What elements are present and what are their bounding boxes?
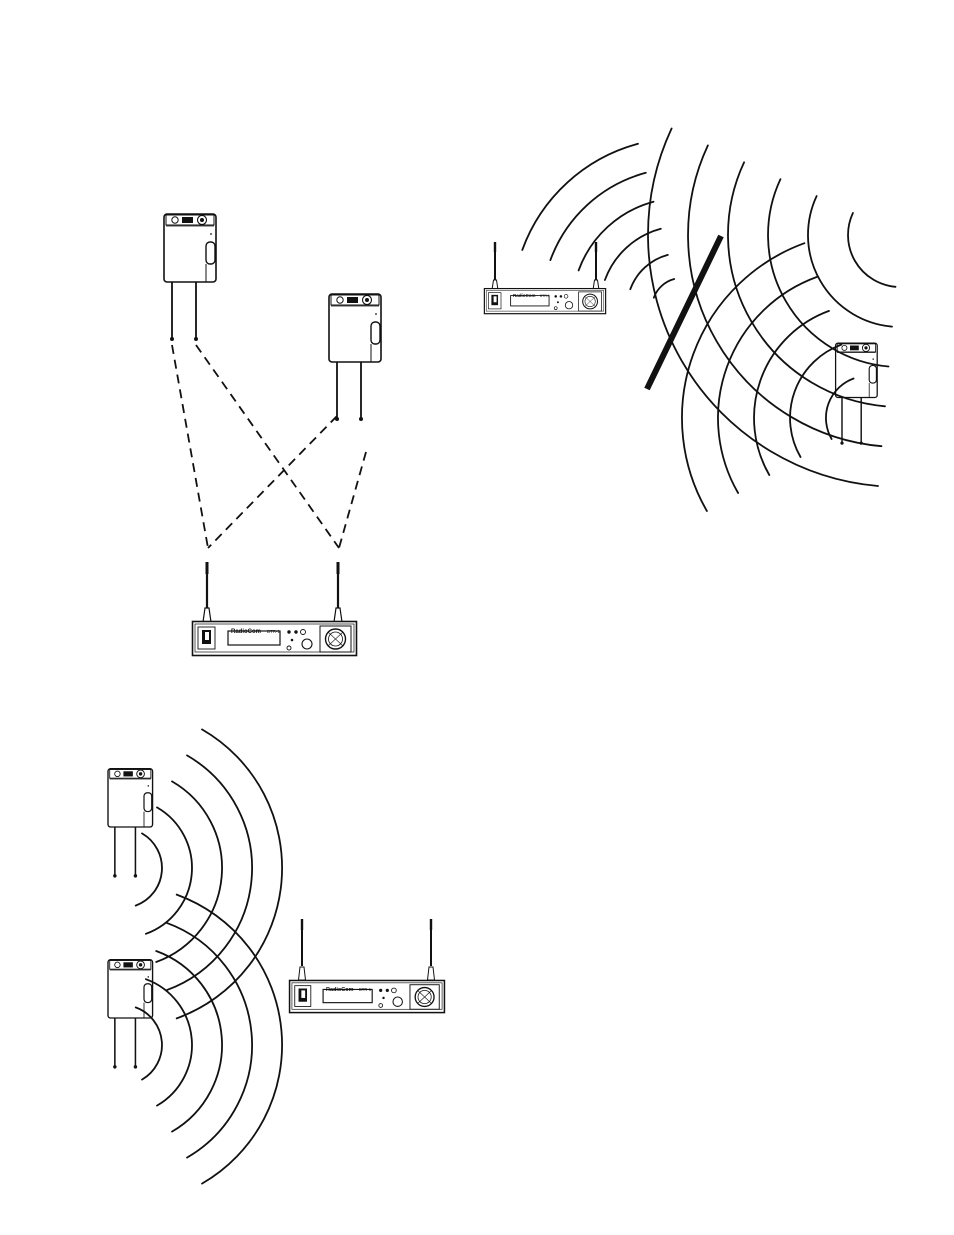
signal-path-dashed [208,416,337,548]
wave-arc [790,345,841,457]
receiver-model-label: BTR-1 [267,629,280,634]
wave-arc [808,196,892,327]
base-station-receiver-icon [290,980,445,1012]
wave-arc [848,213,895,287]
receiver-unit: RadioCom BTR-1 [193,562,357,656]
wave-arc [167,923,253,1158]
wave-arc [156,781,222,962]
figure-interference: RadioCom BTR-1 [108,729,444,1183]
beltpack-transmitter-icon [108,960,153,1069]
beltpack-transmitter-icon [836,343,878,445]
figure-reflection: RadioCom BTR-1 [484,129,895,512]
base-station-receiver-icon [484,289,605,314]
receiver-brand-label: RadioCom [231,629,261,635]
beltpack-transmitter-icon [108,769,153,878]
receiver-model-label: BTR-1 [359,987,372,992]
wave-arc [754,311,829,475]
beltpack-transmitter-icon [164,214,216,341]
wave-arc [718,277,817,493]
radio-wave-arcs [136,729,282,1183]
wave-arc [605,229,661,280]
receiver-model-label: BTR-1 [540,294,550,298]
signal-path-dashed [339,452,366,548]
beltpack-transmitter-icon [329,294,381,421]
wave-arc [156,951,222,1132]
receiver-unit: RadioCom BTR-1 [290,919,445,1013]
figure-direct-paths: RadioCom BTR-1 [164,214,381,656]
receiver-brand-label: RadioCom [513,293,536,298]
receiver-brand-label: RadioCom [326,987,354,993]
wave-arc [522,144,638,250]
wave-arc [136,833,162,905]
base-station-receiver-icon [193,622,357,656]
wave-arc [167,755,253,990]
wave-arc [654,279,674,298]
radio-wave-arcs [522,129,895,512]
signal-path-dashed [196,345,339,548]
signal-path-dashed [172,345,208,548]
